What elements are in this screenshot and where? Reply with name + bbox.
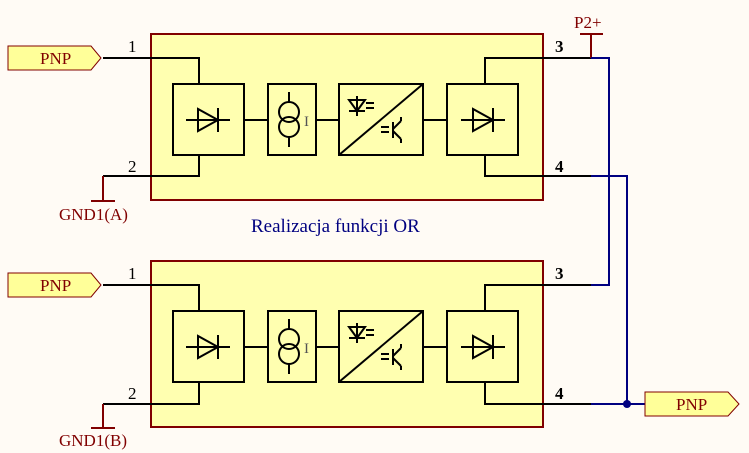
module-b-pin1-label: 1 bbox=[128, 264, 137, 283]
module-a-wire-pin1 bbox=[103, 57, 200, 84]
led-icon bbox=[347, 96, 374, 116]
port-label: PNP bbox=[40, 276, 71, 295]
power-label: P2+ bbox=[574, 13, 602, 32]
module-b-wire-pin4 bbox=[484, 382, 591, 405]
module-b-pin2-label: 2 bbox=[128, 384, 137, 403]
module-a-pin4-label: 4 bbox=[555, 157, 564, 176]
module-b-output-diode-block bbox=[446, 310, 519, 383]
net-pin3-link bbox=[591, 57, 610, 286]
module-b-pin3-label: 3 bbox=[555, 264, 564, 283]
module-b-current-source-block: I bbox=[267, 310, 317, 383]
module-b-wire-pin1 bbox=[103, 284, 200, 311]
module-a-wire-pin4 bbox=[484, 155, 591, 177]
module-a-ground-symbol: GND1(A) bbox=[59, 176, 128, 224]
ground-label: GND1(B) bbox=[59, 431, 127, 450]
diagram-title: Realizacja funkcji OR bbox=[251, 216, 420, 237]
module-b-input-port[interactable]: PNP bbox=[7, 272, 102, 298]
phototransistor-icon bbox=[381, 344, 402, 370]
module-a-output-diode-block bbox=[446, 83, 519, 156]
module-a-current-source-block: I bbox=[267, 83, 317, 156]
output-port[interactable]: PNP bbox=[644, 391, 740, 417]
module-a-pin3-label: 3 bbox=[555, 37, 564, 56]
module-b-wire-pin3 bbox=[484, 284, 591, 311]
port-label: PNP bbox=[676, 395, 707, 414]
current-source-label: I bbox=[304, 114, 309, 130]
module-a-wire-pin2 bbox=[103, 155, 200, 177]
module-b-wire-pin2 bbox=[103, 382, 200, 405]
junction-dot bbox=[623, 400, 631, 408]
module-b-input-diode-block bbox=[172, 310, 245, 383]
module-a-optocoupler-block bbox=[338, 83, 424, 156]
net-pin4-link bbox=[591, 175, 628, 404]
module-a[interactable]: I bbox=[103, 33, 591, 201]
module-a-wire-pin3 bbox=[484, 57, 591, 84]
power-symbol-p2plus: P2+ bbox=[574, 13, 603, 58]
ground-label: GND1(A) bbox=[59, 205, 128, 224]
module-b-ground-symbol: GND1(B) bbox=[59, 404, 127, 450]
port-label: PNP bbox=[40, 49, 71, 68]
module-b[interactable]: I bbox=[103, 260, 591, 428]
module-a-input-port[interactable]: PNP bbox=[7, 45, 102, 71]
module-b-optocoupler-block bbox=[338, 310, 424, 383]
phototransistor-icon bbox=[381, 117, 402, 143]
module-a-pin1-label: 1 bbox=[128, 37, 137, 56]
module-a-input-diode-block bbox=[172, 83, 245, 156]
module-b-pin4-label: 4 bbox=[555, 384, 564, 403]
current-source-label: I bbox=[304, 341, 309, 357]
led-icon bbox=[347, 323, 374, 343]
module-a-pin2-label: 2 bbox=[128, 157, 137, 176]
